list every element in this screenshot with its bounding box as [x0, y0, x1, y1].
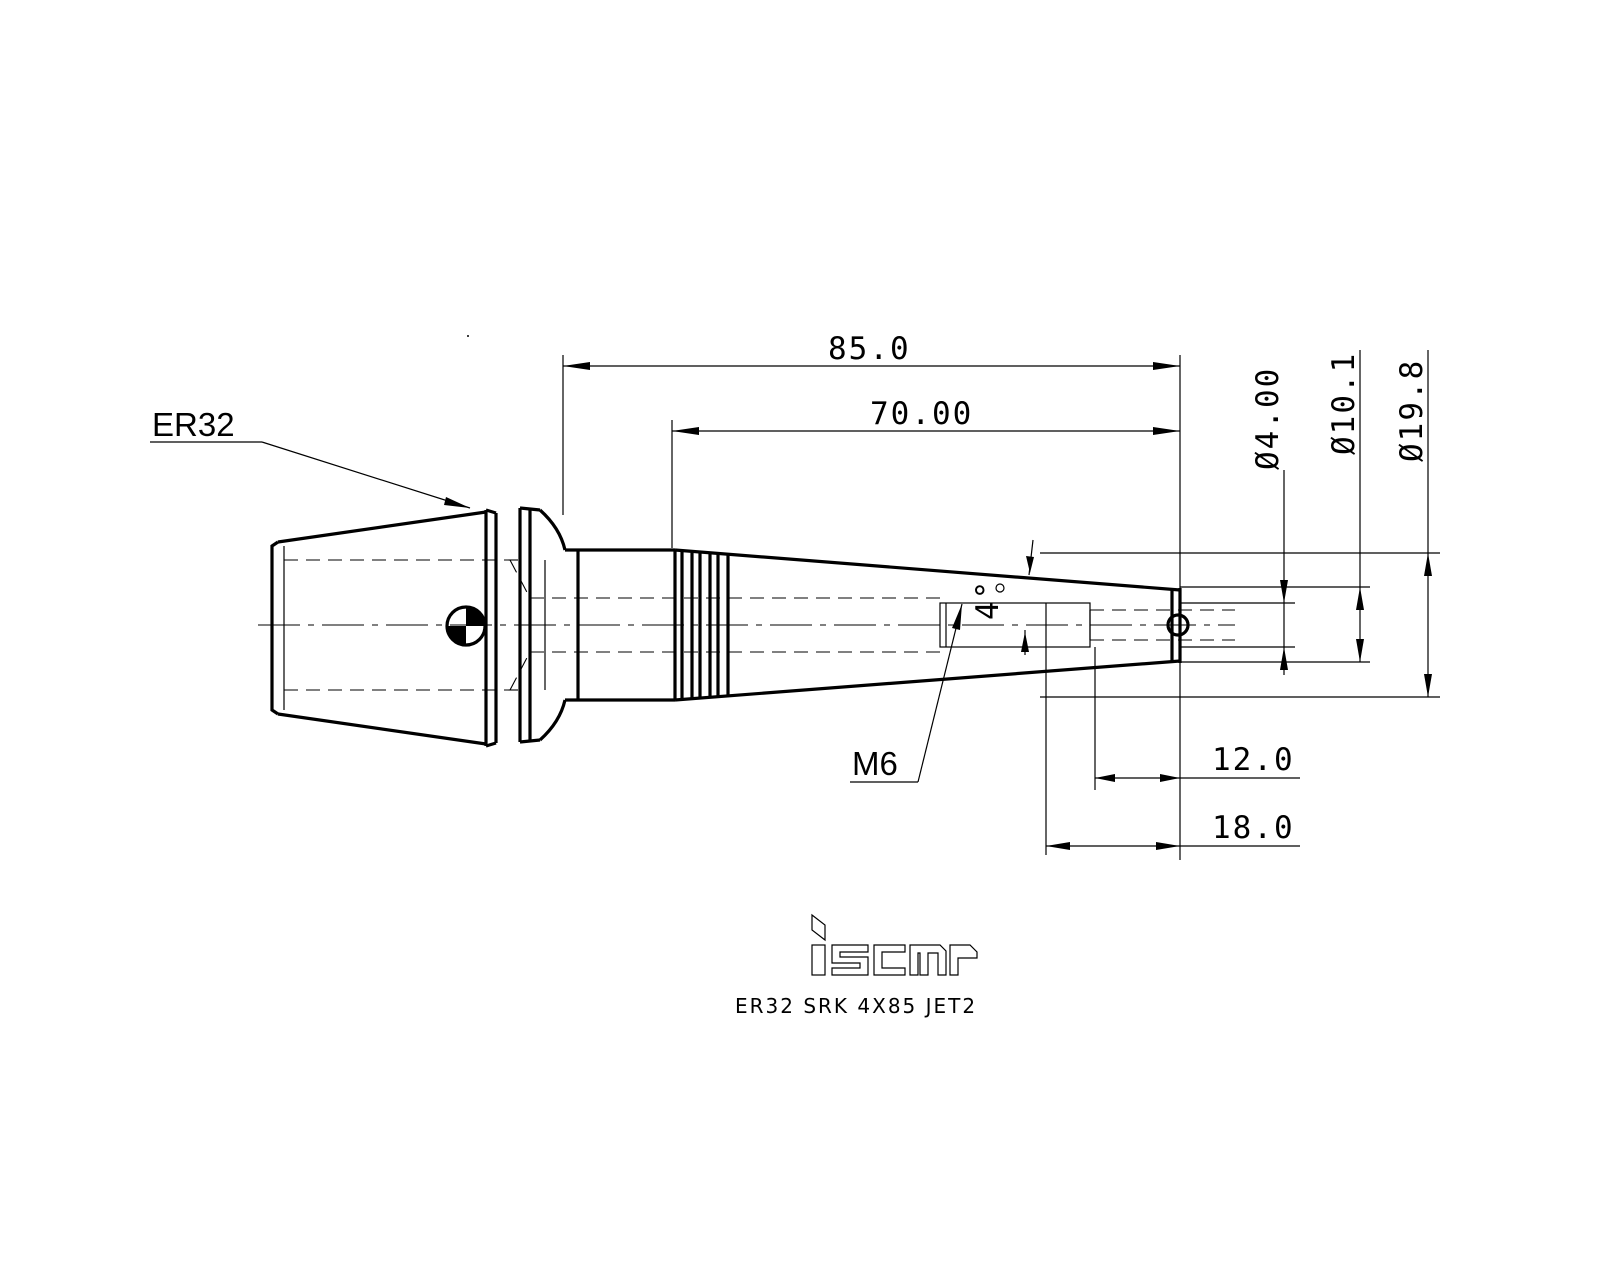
dim-dia-tip-label: Ø10.1	[1326, 352, 1362, 455]
grooved-section	[673, 550, 730, 700]
collet-nut	[270, 508, 531, 748]
tip-ball-icon	[1166, 613, 1190, 637]
label-er32: ER32	[152, 406, 235, 443]
dim-length-12-label: 12.0	[1212, 742, 1295, 778]
dim-length-12	[1094, 647, 1300, 790]
dim-shank-length	[671, 420, 1180, 548]
dim-shank-length-label: 70.00	[870, 396, 973, 432]
dim-diameter-lines	[1040, 350, 1440, 698]
label-m6: M6	[852, 745, 898, 782]
m6-thread	[939, 602, 1091, 648]
dim-taper-angle	[995, 539, 1034, 655]
center-mark-icon	[445, 605, 487, 647]
dim-overall-length-label: 85.0	[828, 331, 911, 367]
holder-flange	[518, 506, 567, 744]
product-code: ER32 SRK 4X85 JET2	[735, 994, 977, 1018]
dim-length-18	[1045, 603, 1300, 855]
leader-er32	[150, 441, 471, 509]
dim-taper-angle-label: 4°	[970, 579, 1006, 620]
dim-length-18-label: 18.0	[1212, 810, 1295, 846]
iscar-logo-icon	[811, 913, 978, 976]
dim-dia-bore-label: Ø4.00	[1250, 367, 1286, 470]
dim-dia-body-label: Ø19.8	[1394, 359, 1430, 462]
holder-neck	[565, 548, 675, 702]
stray-dot	[467, 335, 469, 337]
leader-m6	[850, 603, 963, 783]
dim-overall-length	[562, 355, 1181, 860]
